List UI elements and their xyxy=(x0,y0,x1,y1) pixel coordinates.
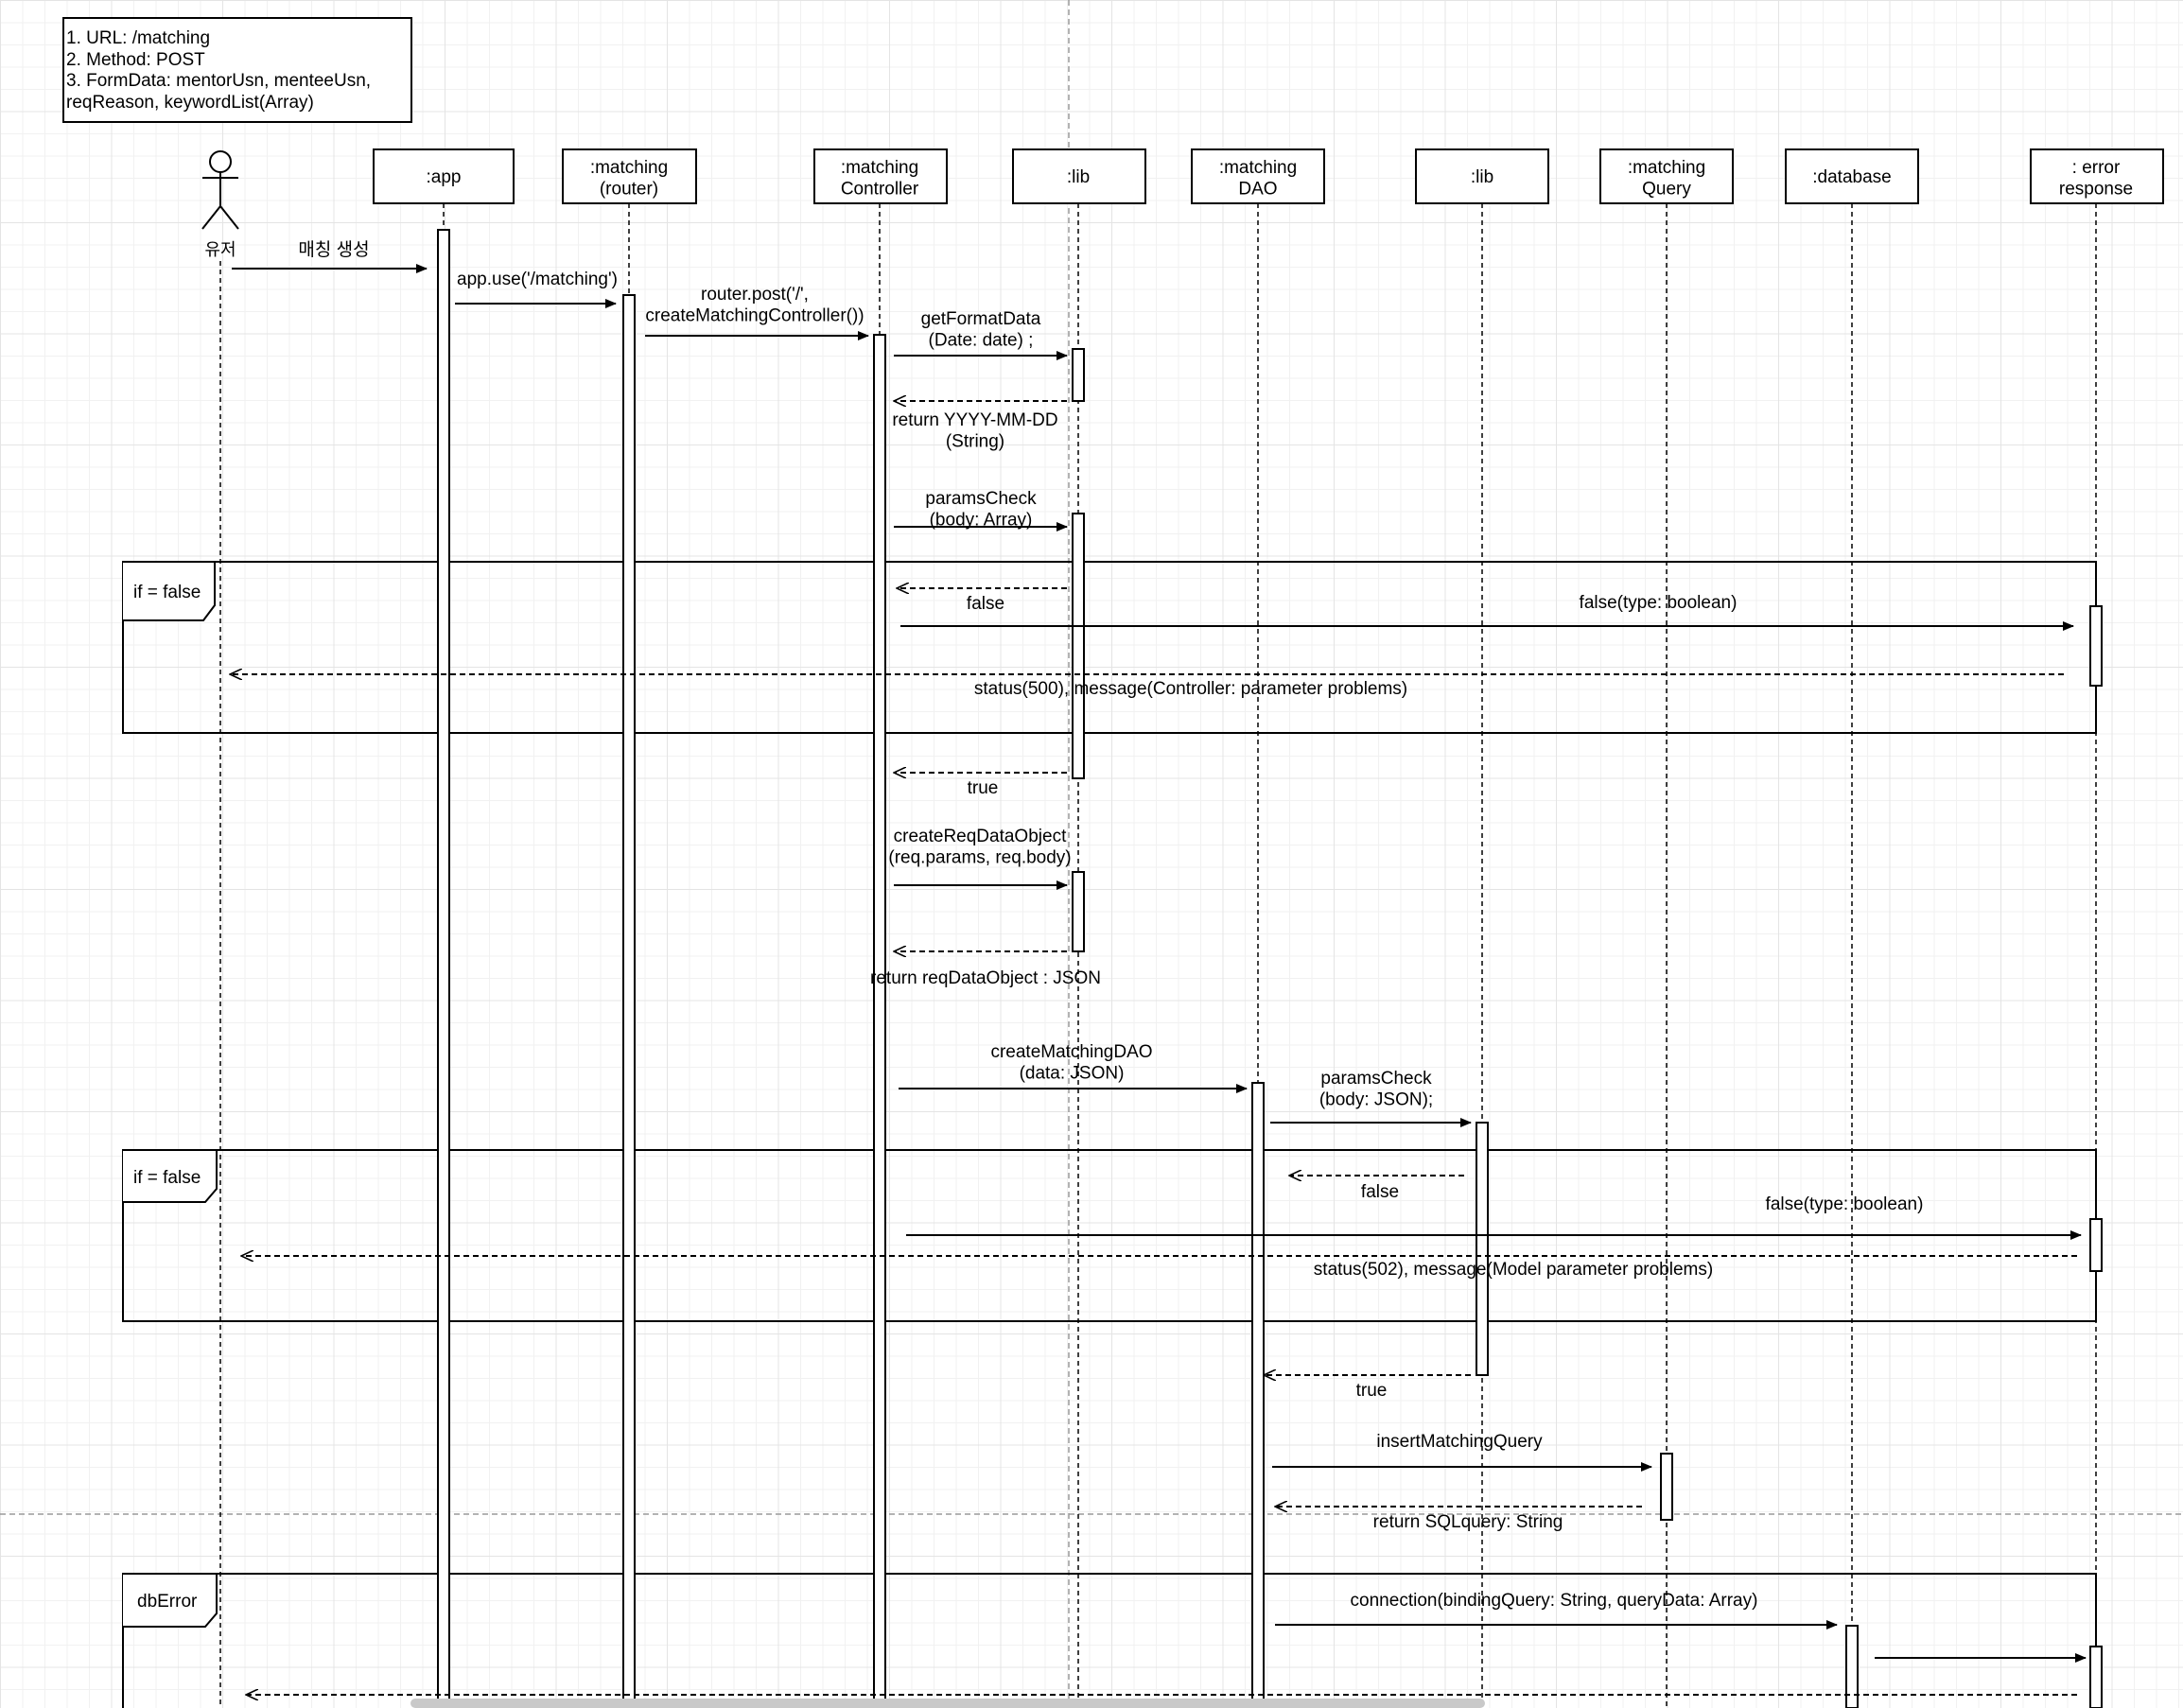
messages xyxy=(230,264,2087,1695)
message-label: false(type: boolean) xyxy=(1766,1194,1924,1214)
message-label: paramsCheck(body: Array) xyxy=(925,489,1037,530)
message-label: getFormatData(Date: date) ; xyxy=(921,309,1041,350)
lifeline-label: :lib xyxy=(1067,167,1090,187)
fragment-if-false-controller[interactable]: if = false xyxy=(122,561,2097,734)
message-label: return SQLquery: String xyxy=(1373,1512,1563,1532)
message-label: return YYYY-MM-DD(String) xyxy=(892,410,1057,451)
lifeline-head-app[interactable]: :app xyxy=(373,148,515,204)
message-label: false xyxy=(1361,1182,1399,1202)
message-label: false(type: boolean) xyxy=(1580,593,1738,613)
actor-label: 유저 xyxy=(204,240,236,259)
lifeline-label: :lib xyxy=(1471,167,1493,187)
message-label: true xyxy=(1356,1381,1388,1401)
message-labels: 매칭 생성 app.use('/matching') router.post('… xyxy=(298,239,1923,1611)
message-label: createMatchingDAO(data: JSON) xyxy=(990,1042,1152,1083)
message-label: app.use('/matching') xyxy=(457,270,618,289)
fragment-label: if = false xyxy=(133,1168,201,1188)
message-label: return reqDataObject : JSON xyxy=(870,968,1101,988)
activation-query xyxy=(1660,1453,1673,1521)
message-label: createReqDataObject(req.params, req.body… xyxy=(888,827,1071,867)
lifeline-head-lib-1[interactable]: :lib xyxy=(1012,148,1146,204)
activation-lib-paramscheck xyxy=(1072,513,1085,779)
message-label: 매칭 생성 xyxy=(298,239,369,260)
horizontal-scrollbar[interactable] xyxy=(410,1699,1485,1708)
activation-lib-format xyxy=(1072,348,1085,402)
message-label: insertMatchingQuery xyxy=(1376,1432,1543,1452)
activation-lib-createreq xyxy=(1072,871,1085,952)
activation-app xyxy=(437,229,450,1708)
activation-error-3 xyxy=(2089,1646,2103,1708)
request-info-note[interactable]: 1. URL: /matching 2. Method: POST 3. For… xyxy=(62,17,412,123)
activation-lib2-paramscheck xyxy=(1476,1122,1489,1376)
lifelines xyxy=(219,203,2097,1708)
lifeline-label: :database xyxy=(1812,167,1891,187)
message-label: false xyxy=(967,594,1004,614)
fragment-db-error[interactable]: dbError xyxy=(122,1573,2097,1708)
lifeline-label: :app xyxy=(427,167,462,187)
lifeline-head-router[interactable]: :matching(router) xyxy=(562,148,697,204)
message-label: status(500), message(Controller: paramet… xyxy=(974,679,1407,699)
activations xyxy=(437,229,2103,1708)
activation-dao xyxy=(1251,1082,1265,1708)
lifeline-head-lib-2[interactable]: :lib xyxy=(1415,148,1549,204)
activation-error-2 xyxy=(2089,1218,2103,1272)
lifeline-head-database[interactable]: :database xyxy=(1785,148,1919,204)
message-label: router.post('/',createMatchingController… xyxy=(645,285,864,325)
message-label: connection(bindingQuery: String, queryDa… xyxy=(1351,1591,1758,1611)
activation-database xyxy=(1845,1625,1859,1708)
activation-router xyxy=(622,294,636,1708)
message-label: true xyxy=(968,778,999,798)
fragment-label: dbError xyxy=(137,1592,198,1612)
message-label: status(502), message(Model parameter pro… xyxy=(1314,1260,1713,1280)
message-label: paramsCheck(body: JSON); xyxy=(1319,1069,1433,1109)
activation-error-1 xyxy=(2089,605,2103,687)
fragment-label: if = false xyxy=(133,583,201,602)
lifeline-label: :matching(router) xyxy=(590,158,668,199)
activation-controller xyxy=(873,334,886,1708)
actor-user[interactable]: 유저 xyxy=(201,150,239,259)
